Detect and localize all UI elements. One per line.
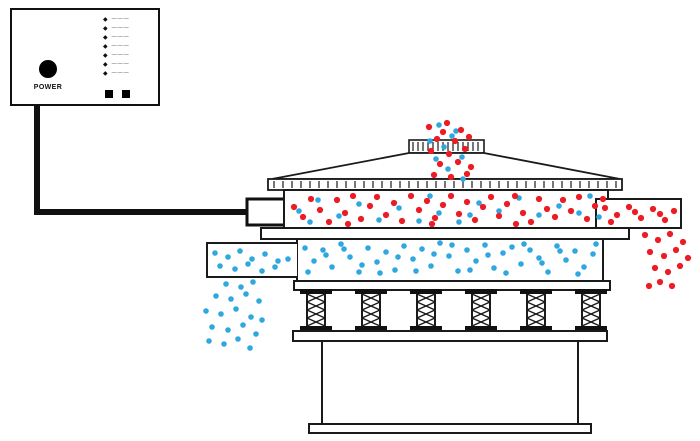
indicator-row: ◆———	[103, 15, 130, 24]
indicator-bullet-icon: ◆	[103, 43, 108, 50]
indicator-row: ◆———	[103, 42, 130, 51]
fine-particles	[203, 122, 602, 351]
indicator-bullet-icon: ◆	[103, 61, 108, 68]
ultrasonic-generator-box: POWER ◆———◆———◆———◆———◆———◆———◆———	[10, 8, 160, 106]
square-switch-icon	[122, 90, 130, 98]
coarse-outlet	[595, 198, 682, 229]
indicator-bullet-icon: ◆	[103, 52, 108, 59]
indicator-row: ◆———	[103, 51, 130, 60]
indicator-label: ———	[111, 25, 130, 31]
indicator-bullet-icon: ◆	[103, 70, 108, 77]
indicator-bullet-icon: ◆	[103, 25, 108, 32]
power-cable	[34, 100, 250, 215]
indicator-label: ———	[111, 52, 130, 58]
power-knob-icon	[39, 60, 57, 78]
lower-flange	[293, 280, 611, 291]
base-ring	[292, 330, 608, 342]
indicator-label: ———	[111, 61, 130, 67]
lid-cone	[271, 152, 621, 180]
indicator-label: ———	[111, 43, 130, 49]
indicator-label: ———	[111, 70, 130, 76]
indicator-panel: ◆———◆———◆———◆———◆———◆———◆———	[103, 15, 130, 78]
base-cylinder	[321, 340, 579, 425]
indicator-row: ◆———	[103, 33, 130, 42]
coarse-particles	[290, 119, 692, 290]
indicator-row: ◆———	[103, 60, 130, 69]
mid-flange	[260, 227, 630, 240]
switch-buttons	[105, 90, 130, 98]
indicator-label: ———	[111, 16, 130, 22]
base-flange	[308, 423, 592, 434]
power-label: POWER	[33, 84, 63, 91]
square-switch-icon	[105, 90, 113, 98]
indicator-row: ◆———	[103, 69, 130, 78]
support-springs	[300, 289, 607, 331]
indicator-bullet-icon: ◆	[103, 34, 108, 41]
upper-screen-deck	[283, 189, 609, 230]
indicator-label: ———	[111, 34, 130, 40]
indicator-row: ◆———	[103, 24, 130, 33]
indicator-bullet-icon: ◆	[103, 16, 108, 23]
